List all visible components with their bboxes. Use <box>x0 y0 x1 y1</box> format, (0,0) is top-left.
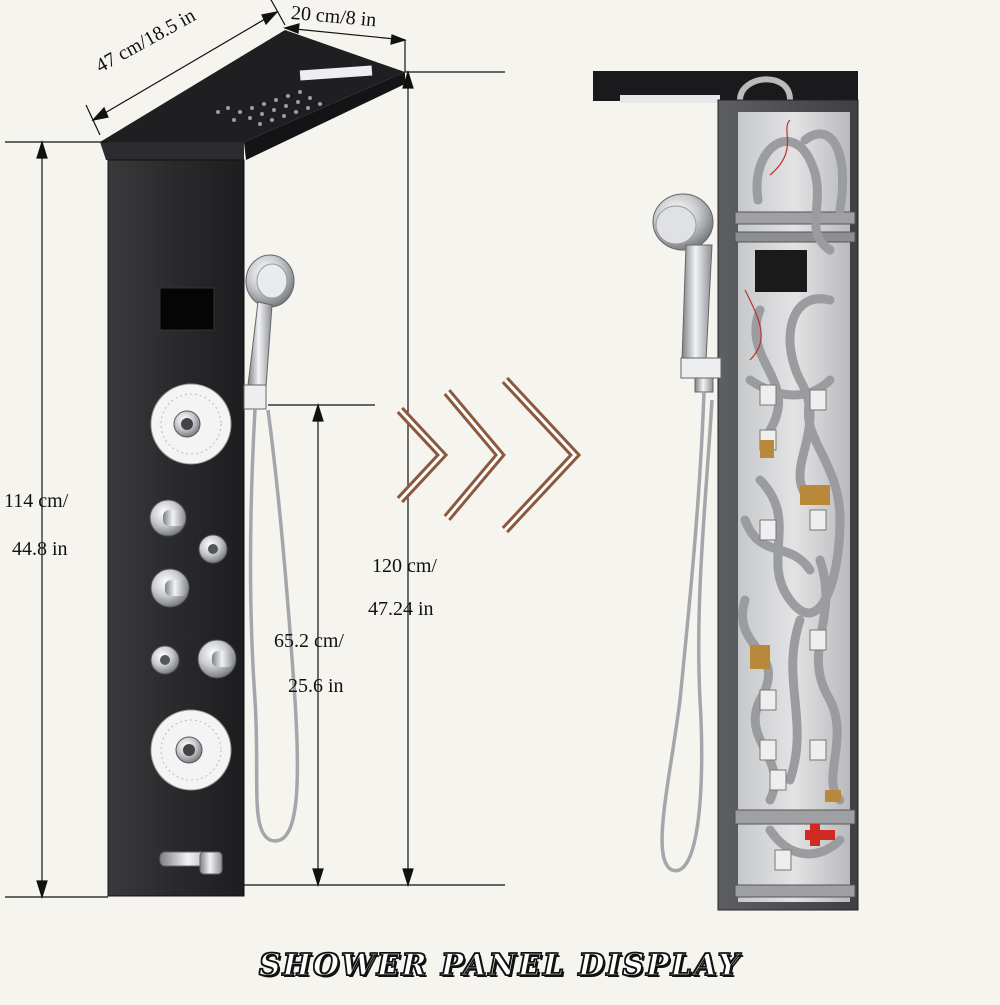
page-title: SHOWER PANEL DISPLAY <box>258 947 742 983</box>
knob-icon <box>197 639 237 679</box>
dimension-lines <box>5 0 505 900</box>
open-shower-panel <box>593 71 859 911</box>
hose-height-cm-label: 65.2 cm/ <box>274 630 344 652</box>
panel-height-in-label: 47.24 in <box>368 598 434 620</box>
hose-height-in-label: 25.6 in <box>288 675 344 697</box>
spout-icon <box>159 851 223 875</box>
knob-icon <box>149 499 187 537</box>
chevron-right-icon <box>396 376 582 534</box>
body-jet-icon <box>150 383 232 465</box>
panel-height-cm-label: 120 cm/ <box>372 555 437 577</box>
height-total-in-label: 44.8 in <box>12 538 68 560</box>
hand-shower-icon <box>652 193 722 873</box>
height-total-cm-label: 114 cm/ <box>4 490 69 512</box>
rain-shower-head-icon <box>100 30 405 142</box>
knob-icon <box>150 568 190 608</box>
hand-shower-icon <box>243 254 300 843</box>
temperature-display <box>159 287 215 331</box>
closed-shower-panel <box>100 30 405 897</box>
body-jet-icon <box>150 709 232 791</box>
